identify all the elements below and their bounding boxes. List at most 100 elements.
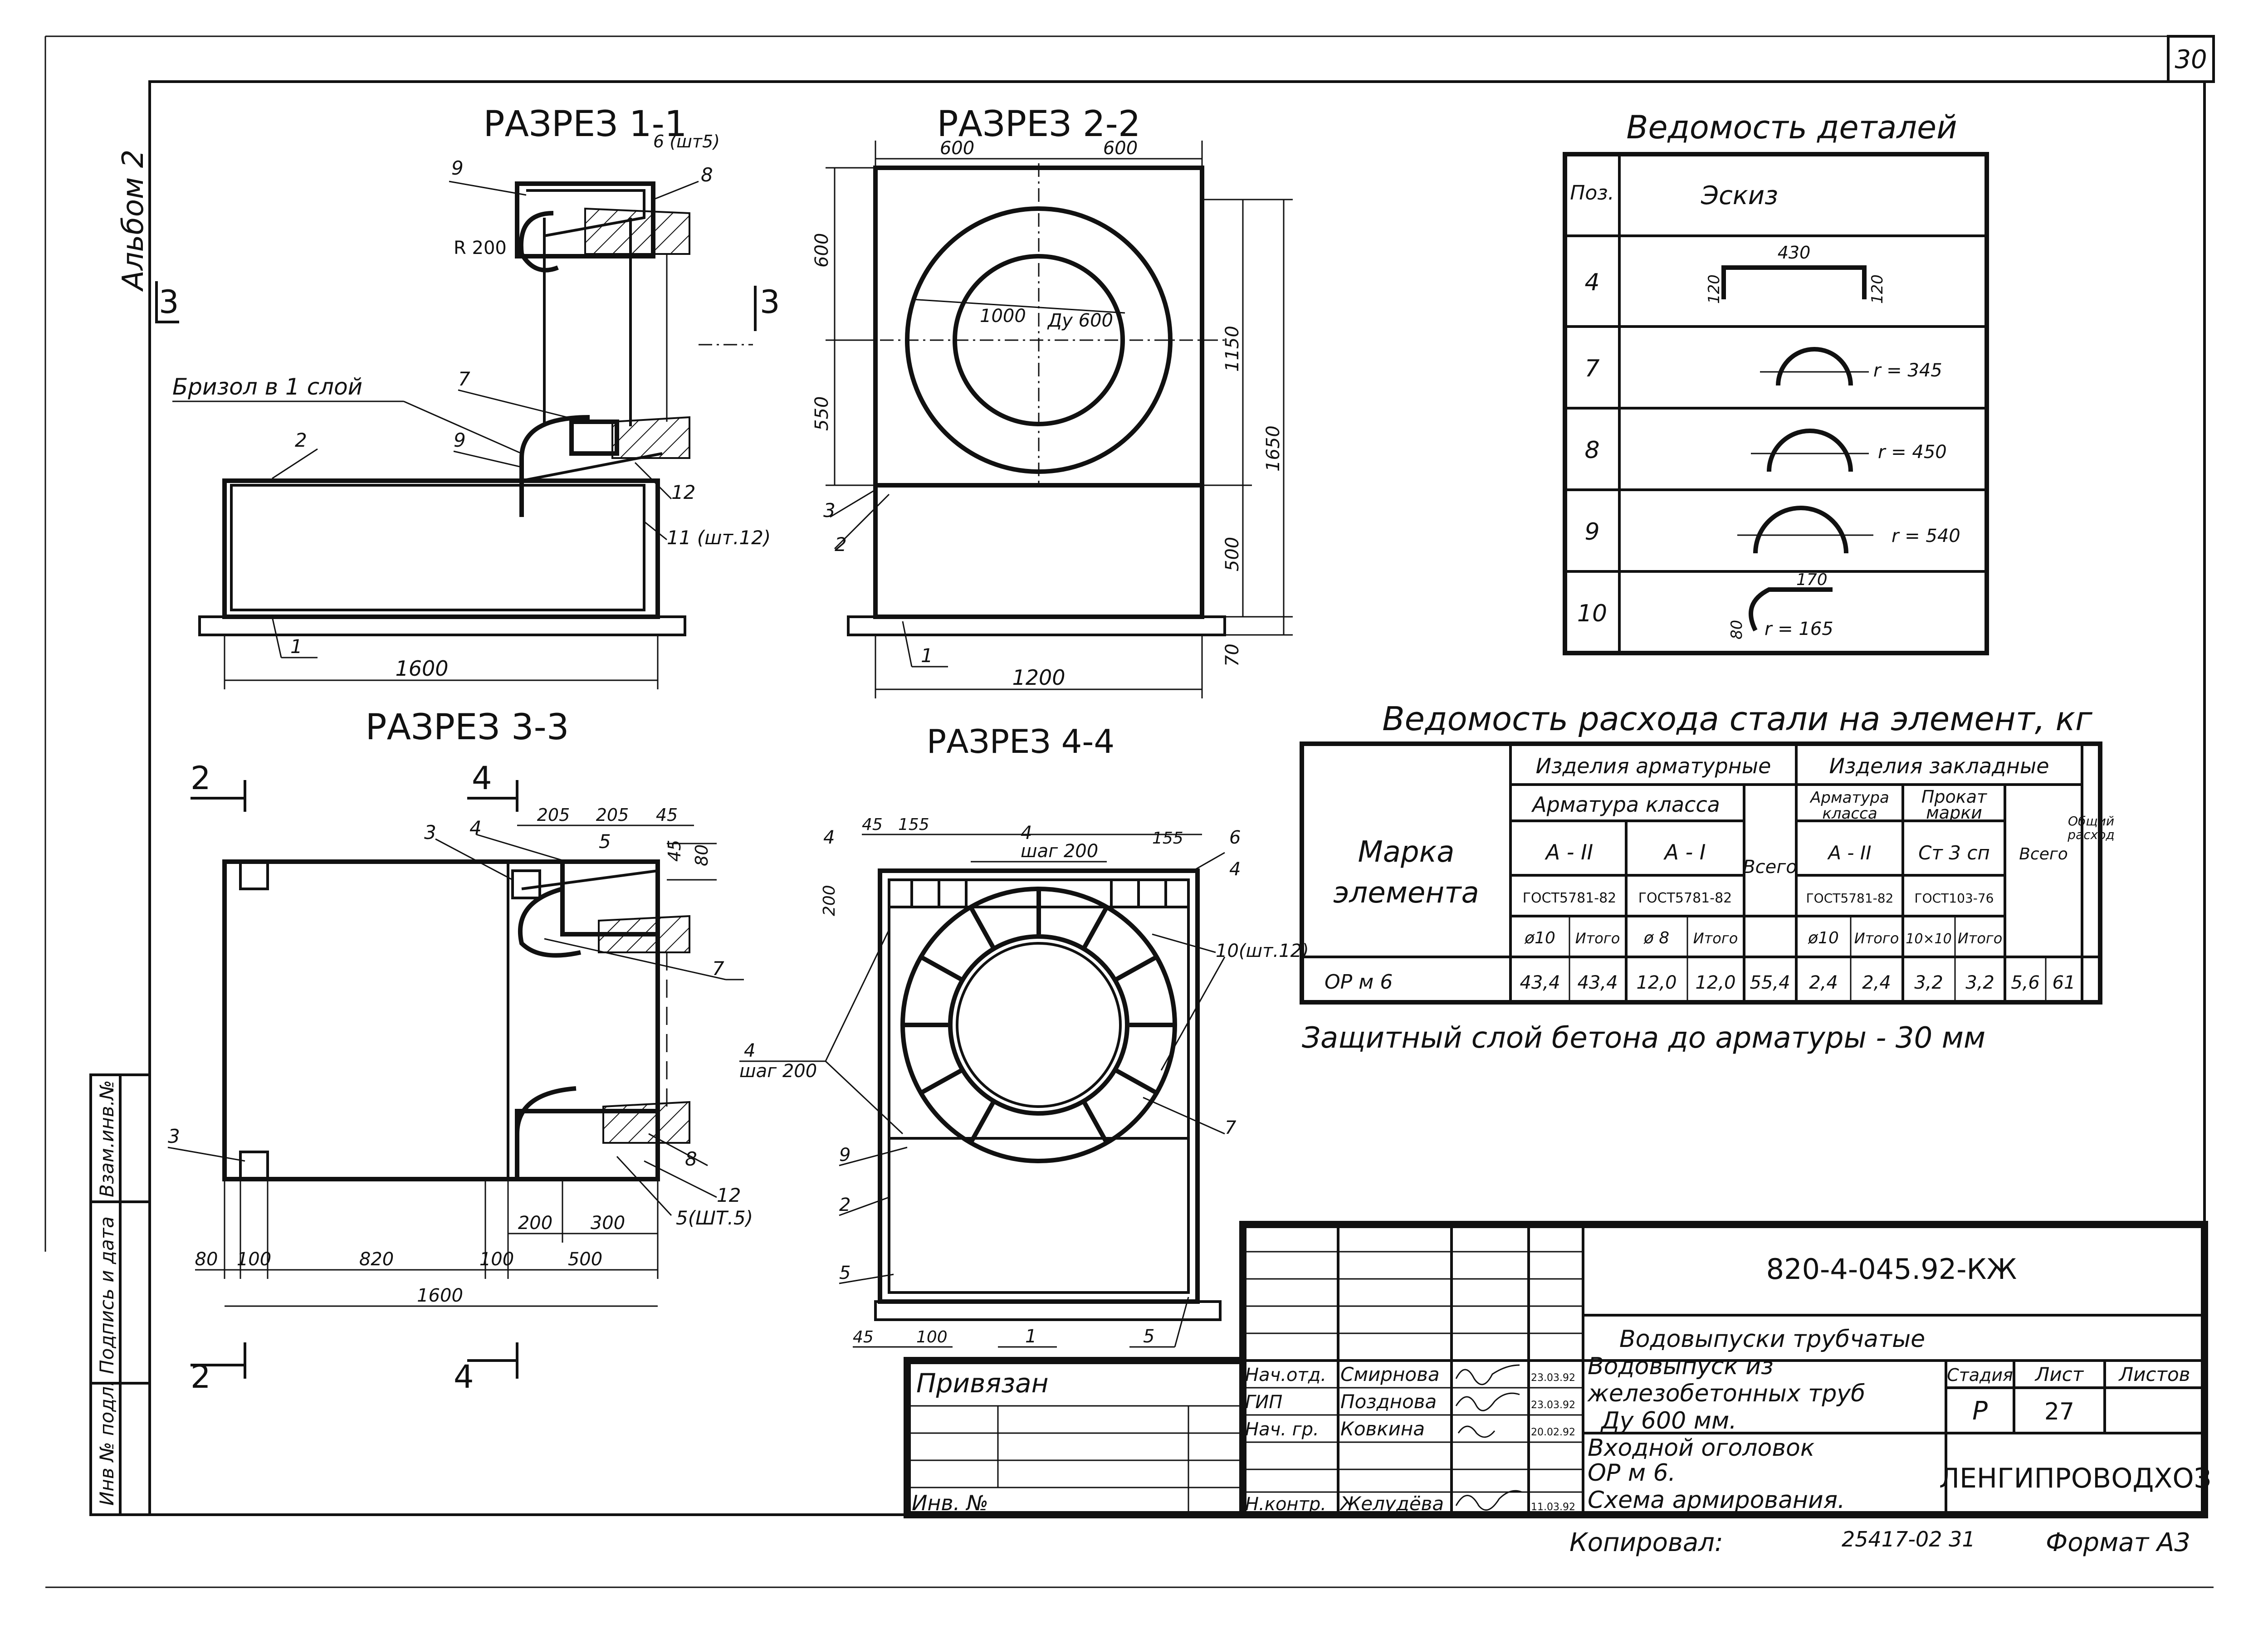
tb-date-2: 23.03.92 bbox=[1531, 1400, 1575, 1411]
section-1-bars-note: 6 (шт5) bbox=[653, 132, 720, 151]
format-label: Формат А3 bbox=[2046, 1528, 2190, 1557]
sheet-frame bbox=[44, 35, 2215, 1588]
s4-pos-9: 9 bbox=[839, 1145, 850, 1166]
s2-dim-left-bottom: 550 bbox=[811, 396, 832, 431]
s1-pos-1: 1 bbox=[290, 635, 303, 658]
tb-doc-title-1: Водовыпуск из bbox=[1588, 1353, 1774, 1380]
steel-h-rebar-class2-2: класса bbox=[1822, 805, 1877, 823]
steel-h-st3: Ст 3 сп bbox=[1918, 842, 1990, 864]
radial-bars bbox=[903, 889, 1175, 1144]
s1-pos-2: 2 bbox=[295, 429, 307, 451]
section-1-title: РАЗРЕЗ 1-1 bbox=[484, 104, 687, 145]
side-stamp: Инв № подл. Подпись и дата Взам.инв.№ bbox=[89, 1073, 151, 1516]
section-1-width: 1600 bbox=[395, 656, 448, 681]
steel-h-embed: Изделия закладные bbox=[1829, 754, 2049, 778]
steel-h-strip: 10×10 bbox=[1906, 931, 1951, 947]
s2-outer-dia: 1000 bbox=[980, 306, 1026, 327]
s1-pos-9b: 9 bbox=[454, 429, 466, 451]
details-8-radius: r = 450 bbox=[1878, 442, 1947, 463]
tb-sheet-title-1: Входной оголовок bbox=[1588, 1434, 1815, 1462]
signature-4 bbox=[1455, 1490, 1522, 1511]
s4-dim-100: 100 bbox=[916, 1328, 948, 1346]
copy-number: 25417-02 31 bbox=[1842, 1527, 1975, 1551]
details-title: Ведомость деталей bbox=[1626, 109, 1957, 146]
s3-cut-4-bottom: 4 bbox=[454, 1358, 474, 1395]
details-pos-4: 4 bbox=[1584, 269, 1599, 296]
s4-pos-10: 10(шт.12) bbox=[1216, 941, 1309, 961]
section-4-title: РАЗРЕЗ 4-4 bbox=[927, 722, 1114, 761]
s3-pos-4: 4 bbox=[469, 817, 482, 839]
details-4-430: 430 bbox=[1778, 243, 1811, 263]
tb-code: 820-4-045.92-КЖ bbox=[1766, 1253, 2017, 1286]
steel-h-a2: А - II bbox=[1545, 840, 1593, 864]
steel-h-all2: Всего bbox=[2019, 845, 2068, 863]
s4-pos-5a: 5 bbox=[839, 1263, 850, 1283]
section-4-4: РАЗРЕЗ 4-4 bbox=[739, 722, 1309, 1348]
s2-inner-dia: Ду 600 bbox=[1047, 310, 1113, 331]
steel-h-gost4: ГОСТ103-76 bbox=[1915, 891, 1994, 906]
steel-h-total-2: расход bbox=[2067, 827, 2114, 842]
steel-h-reinf: Изделия арматурные bbox=[1536, 754, 1771, 778]
steel-table: Ведомость расхода стали на элемент, кг М… bbox=[1300, 700, 2115, 1005]
s4-pos-1: 1 bbox=[1025, 1326, 1036, 1347]
steel-h-itogo3: Итого bbox=[1854, 930, 1899, 947]
s3-cut-4-top: 4 bbox=[472, 760, 492, 797]
details-pos-9: 9 bbox=[1584, 518, 1599, 546]
details-h-sketch: Эскиз bbox=[1701, 181, 1778, 210]
s3-dim-100a: 100 bbox=[237, 1249, 271, 1270]
tb-name-1: Смирнова bbox=[1340, 1363, 1440, 1385]
s3-cut-2-top: 2 bbox=[191, 760, 211, 797]
steel-h-a1: А - I bbox=[1663, 840, 1706, 864]
details-pos-10: 10 bbox=[1577, 600, 1607, 627]
steel-h-d8: ø 8 bbox=[1643, 929, 1669, 947]
s2-dim-left-top: 600 bbox=[811, 233, 832, 268]
s1-pos-9a: 9 bbox=[451, 157, 464, 179]
steel-h-rolled-2: марки bbox=[1926, 803, 1982, 823]
steel-h-itogo4: Итого bbox=[1958, 930, 2003, 947]
steel-row-v8: 3,2 bbox=[1914, 972, 1943, 993]
s2-dim-top-left: 600 bbox=[940, 138, 974, 159]
s4-dim-155b: 155 bbox=[1152, 829, 1183, 848]
s2-dim-70: 70 bbox=[1222, 644, 1243, 667]
s3-pos-5-count: 5(ШТ.5) bbox=[676, 1207, 753, 1229]
s4-dim-45b: 45 bbox=[853, 1328, 874, 1346]
tb-series: Водовыпуски трубчатые bbox=[1619, 1326, 1925, 1353]
steel-row-total: 61 bbox=[2053, 972, 2076, 993]
details-10-radius: r = 165 bbox=[1765, 619, 1833, 639]
s1-pos-8: 8 bbox=[701, 164, 713, 186]
details-7-radius: r = 345 bbox=[1873, 360, 1942, 381]
s3-total-width: 1600 bbox=[417, 1285, 463, 1306]
steel-h-a2b: А - II bbox=[1827, 842, 1871, 864]
s1-pos-12: 12 bbox=[671, 481, 695, 503]
album-label: Альбом 2 bbox=[117, 150, 150, 292]
s4-step-left: шаг 200 bbox=[739, 1061, 817, 1082]
tb-sheet-h: Лист bbox=[2034, 1363, 2084, 1385]
s1-brizol: Бризол в 1 слой bbox=[172, 374, 362, 400]
details-10-80: 80 bbox=[1728, 620, 1746, 639]
tb-org: ЛЕНГИПРОВОДХОЗ bbox=[1939, 1463, 2211, 1494]
details-4-120b: 120 bbox=[1868, 274, 1887, 304]
s4-inner-pipe bbox=[948, 934, 1129, 1116]
section-3-3: РАЗРЕЗ 3-3 205 205 45 45 80 200 bbox=[167, 707, 753, 1395]
s4-step-top: шаг 200 bbox=[1021, 841, 1098, 862]
tb-sheets-h: Листов bbox=[2118, 1363, 2190, 1385]
steel-h-all: Всего bbox=[1743, 857, 1797, 878]
s3-dim-205a: 205 bbox=[537, 805, 570, 825]
s3-dim-80: 80 bbox=[195, 1249, 218, 1270]
page-number: 30 bbox=[2175, 45, 2207, 74]
steel-h-rolled-1: Прокат bbox=[1921, 787, 1988, 807]
details-9-radius: r = 540 bbox=[1892, 526, 1960, 546]
s3-dim-300: 300 bbox=[591, 1213, 625, 1234]
steel-row-v5: 55,4 bbox=[1750, 972, 1790, 993]
tb-privyazan: Привязан bbox=[916, 1368, 1049, 1399]
top-bars bbox=[889, 880, 1188, 908]
s1-radius: R 200 bbox=[454, 238, 507, 259]
s4-pos-4a: 4 bbox=[823, 827, 835, 848]
section-2-title: РАЗРЕЗ 2-2 bbox=[937, 104, 1141, 145]
section-1-1: РАЗРЕЗ 1-1 6 (шт5) 1600 9 8 7 9 bbox=[155, 104, 780, 689]
tb-role-3: Нач. гр. bbox=[1245, 1419, 1319, 1440]
details-4-120a: 120 bbox=[1705, 274, 1723, 304]
s4-pos-4b: 4 bbox=[1021, 823, 1032, 844]
tb-inv-no: Инв. № bbox=[912, 1491, 988, 1515]
